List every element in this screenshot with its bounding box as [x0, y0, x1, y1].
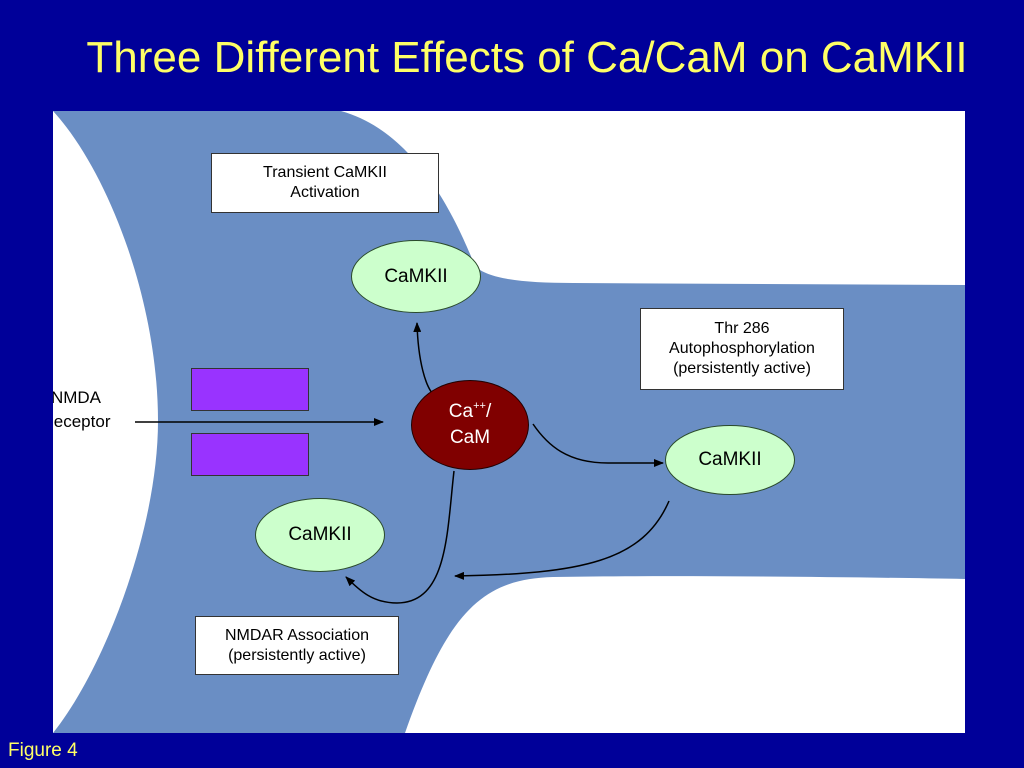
arrow-to-right-camkii — [532, 423, 664, 467]
receptor-label-line2: Receptor — [53, 412, 111, 431]
camkii-bottom-node: CaMKII — [255, 498, 385, 572]
camkii-right-label: CaMKII — [698, 449, 762, 470]
diagram-panel: Transient CaMKII Activation Thr 286 Auto… — [53, 111, 965, 733]
thr286-box: Thr 286 Autophosphorylation (persistentl… — [640, 308, 844, 390]
transient-box-line1: Transient CaMKII — [263, 164, 387, 181]
figure-caption: Figure 4 — [8, 740, 78, 761]
nmda-receptor-label: NMDA Receptor — [53, 386, 125, 434]
calmodulin-line2: CaM — [449, 427, 491, 448]
slide-title: Three Different Effects of Ca/CaM on CaM… — [86, 33, 968, 82]
transient-box-line2: Activation — [290, 184, 360, 201]
calcium-charge: ++ — [473, 400, 486, 412]
receptor-subunit-top — [191, 368, 309, 411]
nmdar-box-line1: NMDAR Association — [224, 626, 370, 644]
thr286-box-line3: (persistently active) — [673, 360, 811, 377]
camkii-bottom-label: CaMKII — [288, 524, 352, 545]
nmdar-association-box: NMDAR Association (persistently active) — [195, 616, 399, 675]
nmdar-box-line2: (persistently active) — [228, 646, 366, 664]
arrow-right-to-bottom — [454, 500, 670, 580]
camkii-top-label: CaMKII — [384, 265, 448, 287]
arrow-to-bottom-camkii — [345, 470, 455, 604]
thr286-box-line1: Thr 286 — [714, 320, 770, 337]
camkii-top-node: CaMKII — [351, 240, 481, 313]
calmodulin-node: Ca++/ CaM — [411, 380, 529, 470]
camkii-right-node: CaMKII — [665, 425, 795, 495]
receptor-label-line1: NMDA — [53, 388, 102, 407]
calmodulin-line1: Ca++/ — [448, 400, 492, 423]
thr286-box-line2: Autophosphorylation — [669, 340, 815, 357]
transient-activation-box: Transient CaMKII Activation — [211, 153, 439, 213]
receptor-subunit-bottom — [191, 433, 309, 476]
